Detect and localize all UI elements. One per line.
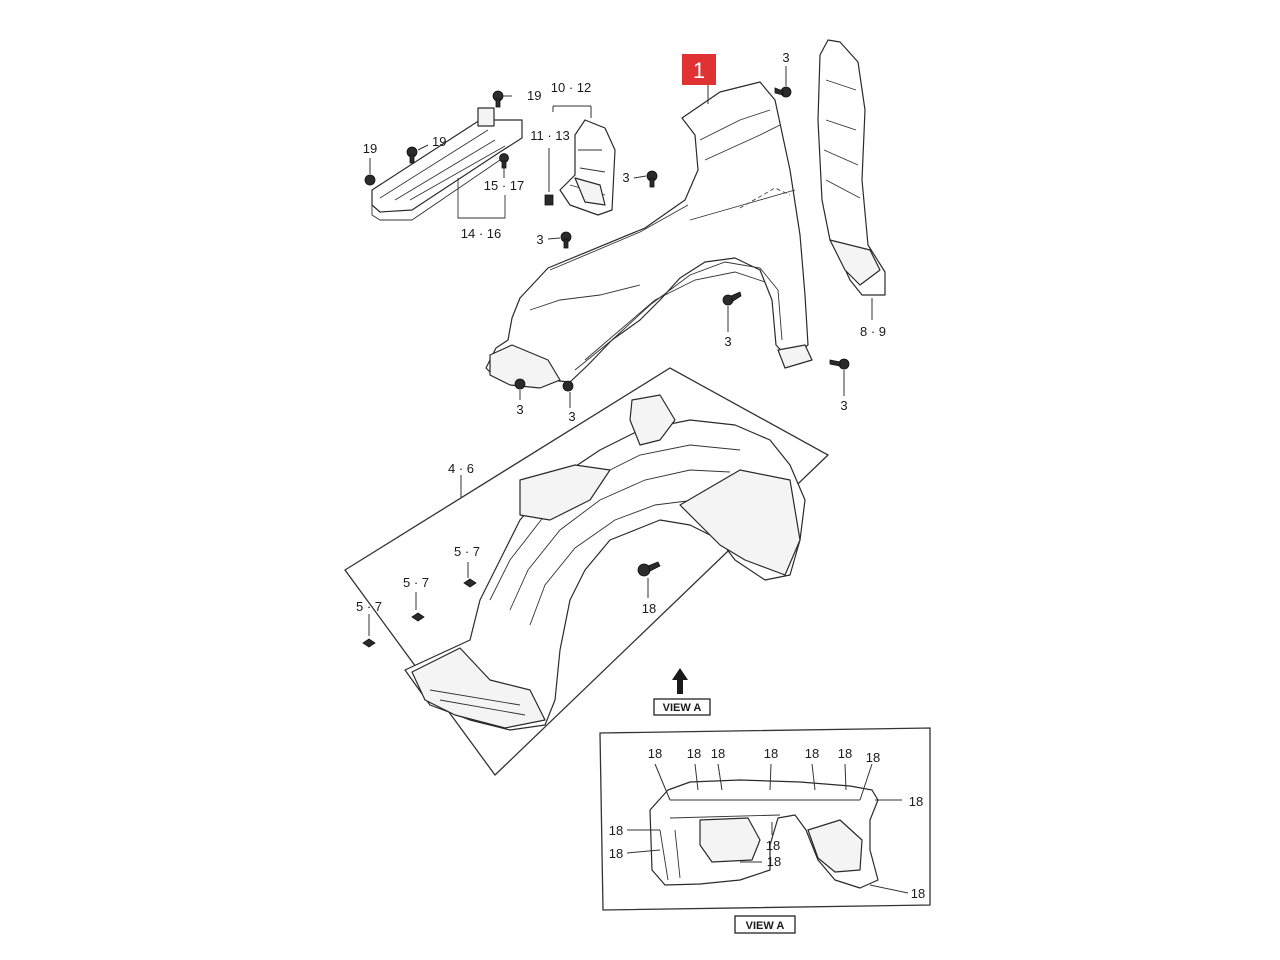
- seal-8-9: [817, 39, 886, 296]
- view-a-arrow: [672, 668, 688, 694]
- label-4-6: 4 · 6: [448, 461, 474, 476]
- view-a-label-18: 18: [866, 750, 880, 765]
- clip-11-13: [544, 194, 554, 206]
- label-14-16: 14 · 16: [461, 226, 501, 241]
- view-a-label-18: 18: [766, 838, 780, 853]
- view-a-tag-upper-text: VIEW A: [663, 702, 702, 714]
- label-5-7-c: 5 · 7: [356, 599, 382, 614]
- callout-number: 1: [693, 58, 705, 83]
- bolt-19-top: [492, 90, 504, 108]
- bolt-3-lower-mid: [562, 380, 574, 392]
- label-3-lower-right: 3: [840, 398, 847, 413]
- callout-part-1: 1: [682, 54, 716, 85]
- clip-15-17: [499, 153, 509, 169]
- label-3-lower-mid: 3: [568, 409, 575, 424]
- bolt-19-left: [364, 174, 376, 186]
- label-5-7-b: 5 · 7: [403, 575, 429, 590]
- label-3-arch: 3: [724, 334, 731, 349]
- view-a-label-18: 18: [838, 746, 852, 761]
- label-3-upper-mid: 3: [622, 170, 629, 185]
- clip-5-7-a: [463, 578, 477, 588]
- view-a-tag-upper: VIEW A: [653, 698, 711, 716]
- label-5-7-a: 5 · 7: [454, 544, 480, 559]
- label-18-liner: 18: [642, 601, 656, 616]
- label-15-17: 15 · 17: [484, 178, 524, 193]
- label-8-9: 8 · 9: [860, 324, 886, 339]
- bracket-10-12: [559, 119, 616, 216]
- fender-part-1: [485, 81, 813, 389]
- view-a-label-18: 18: [711, 746, 725, 761]
- view-a-part: [649, 779, 879, 889]
- label-3-lower-left: 3: [516, 402, 523, 417]
- label-10-12: 10 · 12: [551, 80, 591, 95]
- bolt-19-middle: [406, 146, 418, 164]
- view-a-label-18: 18: [609, 823, 623, 838]
- view-a-label-18: 18: [805, 746, 819, 761]
- liner-4-6: [404, 394, 806, 731]
- label-11-13: 11 · 13: [530, 128, 570, 143]
- view-a-label-18: 18: [648, 746, 662, 761]
- view-a-tag-lower: VIEW A: [734, 915, 796, 934]
- view-a-frame: [599, 727, 931, 911]
- label-3-left-mid: 3: [536, 232, 543, 247]
- bolt-3-left-mid: [560, 231, 572, 249]
- label-3-top-right: 3: [782, 50, 789, 65]
- view-a-label-18: 18: [687, 746, 701, 761]
- view-a-label-18: 18: [911, 886, 925, 901]
- view-a-label-18: 18: [909, 794, 923, 809]
- bracket-14-16: [371, 107, 523, 221]
- clip-5-7-b: [411, 612, 425, 622]
- view-a-label-18: 18: [767, 854, 781, 869]
- label-19-left: 19: [363, 141, 377, 156]
- bolt-3-upper-mid: [646, 170, 658, 188]
- bolt-3-lower-right: [829, 358, 850, 370]
- view-a-label-18: 18: [764, 746, 778, 761]
- label-19-top: 19: [527, 88, 541, 103]
- clip-18-liner: [637, 561, 661, 577]
- bolt-3-top-right: [774, 86, 792, 98]
- view-a-label-18: 18: [609, 846, 623, 861]
- view-a-tag-lower-text: VIEW A: [746, 920, 785, 932]
- bolt-3-arch: [722, 291, 742, 306]
- label-19-middle: 19: [432, 134, 446, 149]
- clip-5-7-c: [362, 638, 376, 648]
- bolt-3-lower-left: [514, 378, 526, 390]
